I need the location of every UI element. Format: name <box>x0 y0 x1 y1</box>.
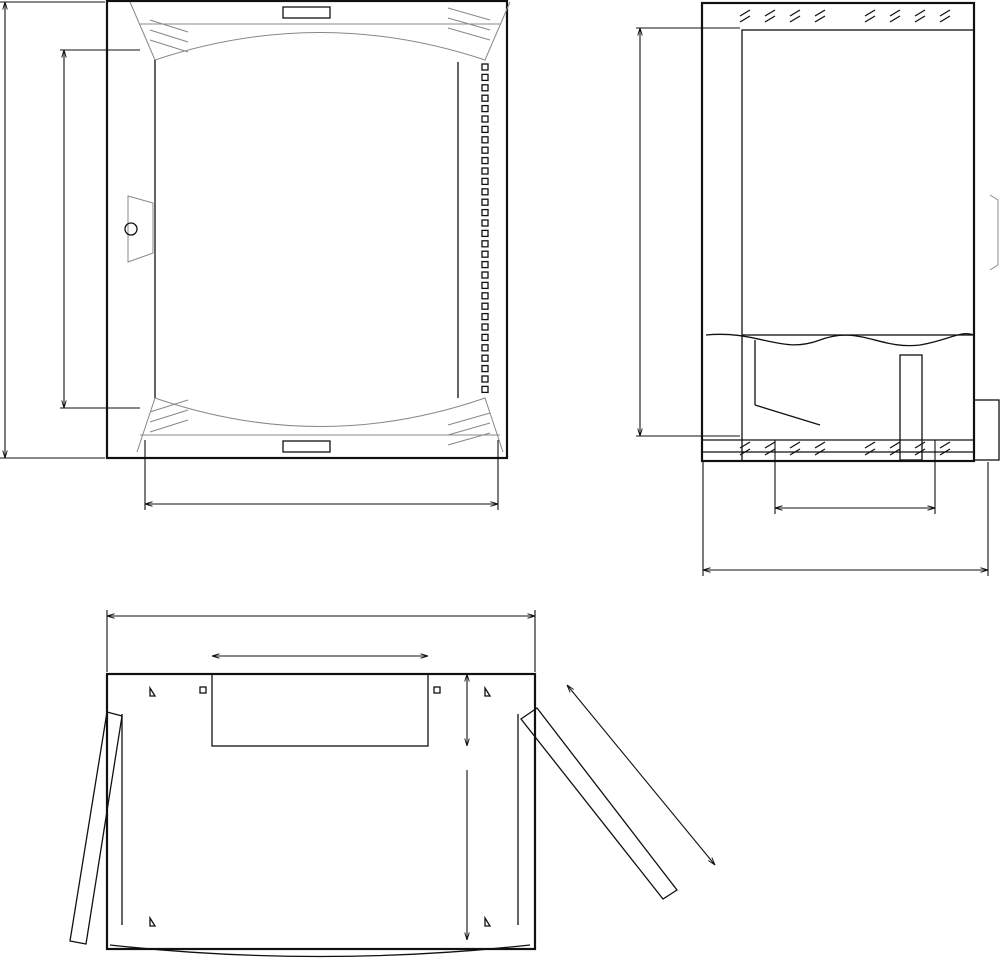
rack-hole <box>481 333 489 342</box>
rack-hole <box>481 198 489 206</box>
vent-slot <box>864 441 876 456</box>
rack-hole <box>481 125 489 134</box>
side-vent-slots <box>739 9 951 456</box>
vent-slot <box>149 409 189 423</box>
side-lock <box>989 194 999 271</box>
rack-hole <box>481 385 489 394</box>
vent-slot <box>889 9 901 23</box>
front-view <box>0 0 511 510</box>
bottom-handle-slot <box>282 440 331 453</box>
vent-slot <box>864 9 876 23</box>
side-view <box>636 1 1000 576</box>
cutaway-edge <box>705 333 975 347</box>
vent-slot <box>447 422 491 436</box>
rack-hole <box>481 146 489 154</box>
rack-hole <box>481 177 489 186</box>
rack-hole <box>481 136 489 144</box>
vent-slot <box>939 9 951 23</box>
rack-hole <box>481 302 489 310</box>
left-side-panel-open <box>69 711 123 945</box>
vent-slot <box>149 399 189 413</box>
vent-slot <box>739 441 751 456</box>
vent-slot <box>149 29 189 43</box>
vent-slot <box>149 19 189 33</box>
top-outer-frame <box>105 672 537 951</box>
vent-slot <box>447 17 491 31</box>
bottom-bezel <box>136 397 504 453</box>
dim-panel-length <box>567 685 715 865</box>
vent-slot <box>789 441 801 456</box>
rack-hole <box>481 375 489 383</box>
rack-hole <box>481 250 489 258</box>
cable-entry-cutout <box>211 673 429 747</box>
vent-slot <box>447 432 491 446</box>
vent-slot <box>739 9 751 23</box>
rack-hole <box>481 344 489 352</box>
lock-icon <box>124 222 138 236</box>
top-view <box>69 610 715 958</box>
vent-slot <box>814 9 826 23</box>
vent-slot <box>889 441 901 456</box>
rack-hole <box>481 240 489 248</box>
vent-slot <box>914 9 926 23</box>
vent-slot <box>149 419 189 433</box>
rack-hole <box>481 188 489 196</box>
top-bezel <box>129 1 511 61</box>
top-handle-slot <box>282 6 331 19</box>
rack-hole <box>481 271 489 279</box>
vent-slot <box>447 412 491 426</box>
rack-hole <box>481 281 489 290</box>
door-lock <box>124 195 154 263</box>
rack-hole <box>481 115 489 123</box>
door-hinge <box>973 399 1000 461</box>
rack-hole <box>481 208 489 217</box>
vent-slots <box>149 7 491 446</box>
vent-slot <box>149 39 189 53</box>
mounting-points <box>149 685 492 927</box>
front-outer-frame <box>105 0 509 460</box>
rack-hole <box>481 156 489 165</box>
rack-hole <box>481 292 489 300</box>
vent-slot <box>447 27 491 41</box>
rack-hole <box>481 364 489 373</box>
rack-hole <box>481 63 489 71</box>
vent-slot <box>764 9 776 23</box>
rack-hole <box>481 323 489 331</box>
rack-hole <box>481 312 489 321</box>
vent-slot <box>914 441 926 456</box>
vent-slot <box>789 9 801 23</box>
vent-slot <box>814 441 826 456</box>
rack-hole <box>481 354 489 362</box>
rack-hole <box>481 260 489 269</box>
rack-hole <box>481 104 489 113</box>
right-side-panel-open <box>520 707 678 900</box>
rack-hole <box>481 84 489 92</box>
rack-hole <box>481 167 489 175</box>
vent-slot <box>764 441 776 456</box>
rack-mounting-holes <box>481 63 489 394</box>
vent-slot <box>447 7 491 21</box>
side-outer-frame <box>700 1 976 463</box>
rack-hole <box>481 94 489 102</box>
front-door-arc <box>109 944 531 958</box>
rack-hole <box>481 73 489 82</box>
rack-hole <box>481 229 489 238</box>
vent-slot <box>939 441 951 456</box>
rack-hole <box>481 219 489 227</box>
